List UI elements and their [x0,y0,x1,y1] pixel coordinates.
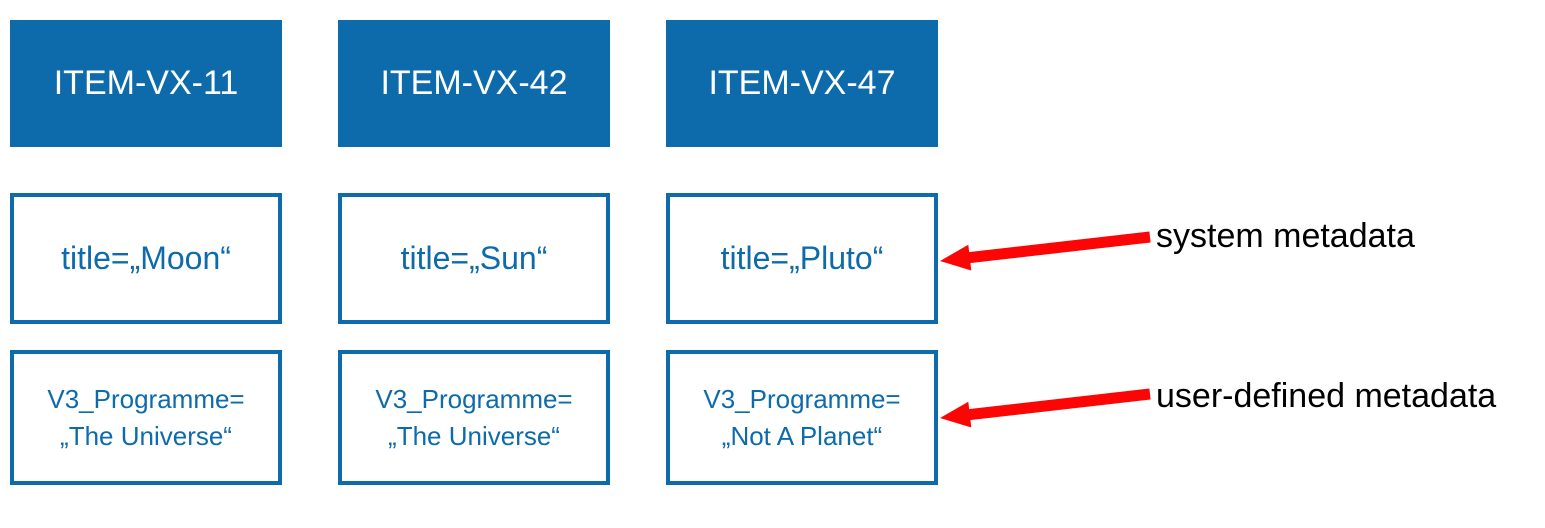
item-id-label: ITEM-VX-11 [53,64,239,102]
user-metadata-value: „The Universe“ [388,420,560,451]
system-metadata-annotation: system metadata [1156,217,1415,255]
user-metadata-value: „The Universe“ [60,420,232,451]
red-arrow-user-icon [940,388,1151,428]
system-metadata-box-1: title=„Moon“ [10,193,282,324]
item-id-box-1: ITEM-VX-11 [10,20,282,147]
user-defined-metadata-annotation: user-defined metadata [1156,377,1497,415]
user-metadata-key: V3_Programme= [703,383,901,414]
item-id-box-2: ITEM-VX-42 [338,20,610,147]
system-metadata-box-3: title=„Pluto“ [666,193,938,324]
user-metadata-key: V3_Programme= [375,383,573,414]
red-arrow-system-icon [940,231,1151,271]
user-metadata-box-2: V3_Programme= „The Universe“ [338,350,610,485]
item-id-label: ITEM-VX-42 [380,64,568,102]
system-metadata-value: title=„Sun“ [400,240,548,276]
system-metadata-value: title=„Moon“ [61,240,231,276]
system-metadata-value: title=„Pluto“ [720,240,884,276]
system-metadata-box-2: title=„Sun“ [338,193,610,324]
user-metadata-value: „Not A Planet“ [721,420,883,451]
user-metadata-key: V3_Programme= [47,383,245,414]
user-metadata-box-1: V3_Programme= „The Universe“ [10,350,282,485]
user-metadata-box-3: V3_Programme= „Not A Planet“ [666,350,938,485]
item-id-label: ITEM-VX-47 [708,64,896,102]
item-id-box-3: ITEM-VX-47 [666,20,938,147]
